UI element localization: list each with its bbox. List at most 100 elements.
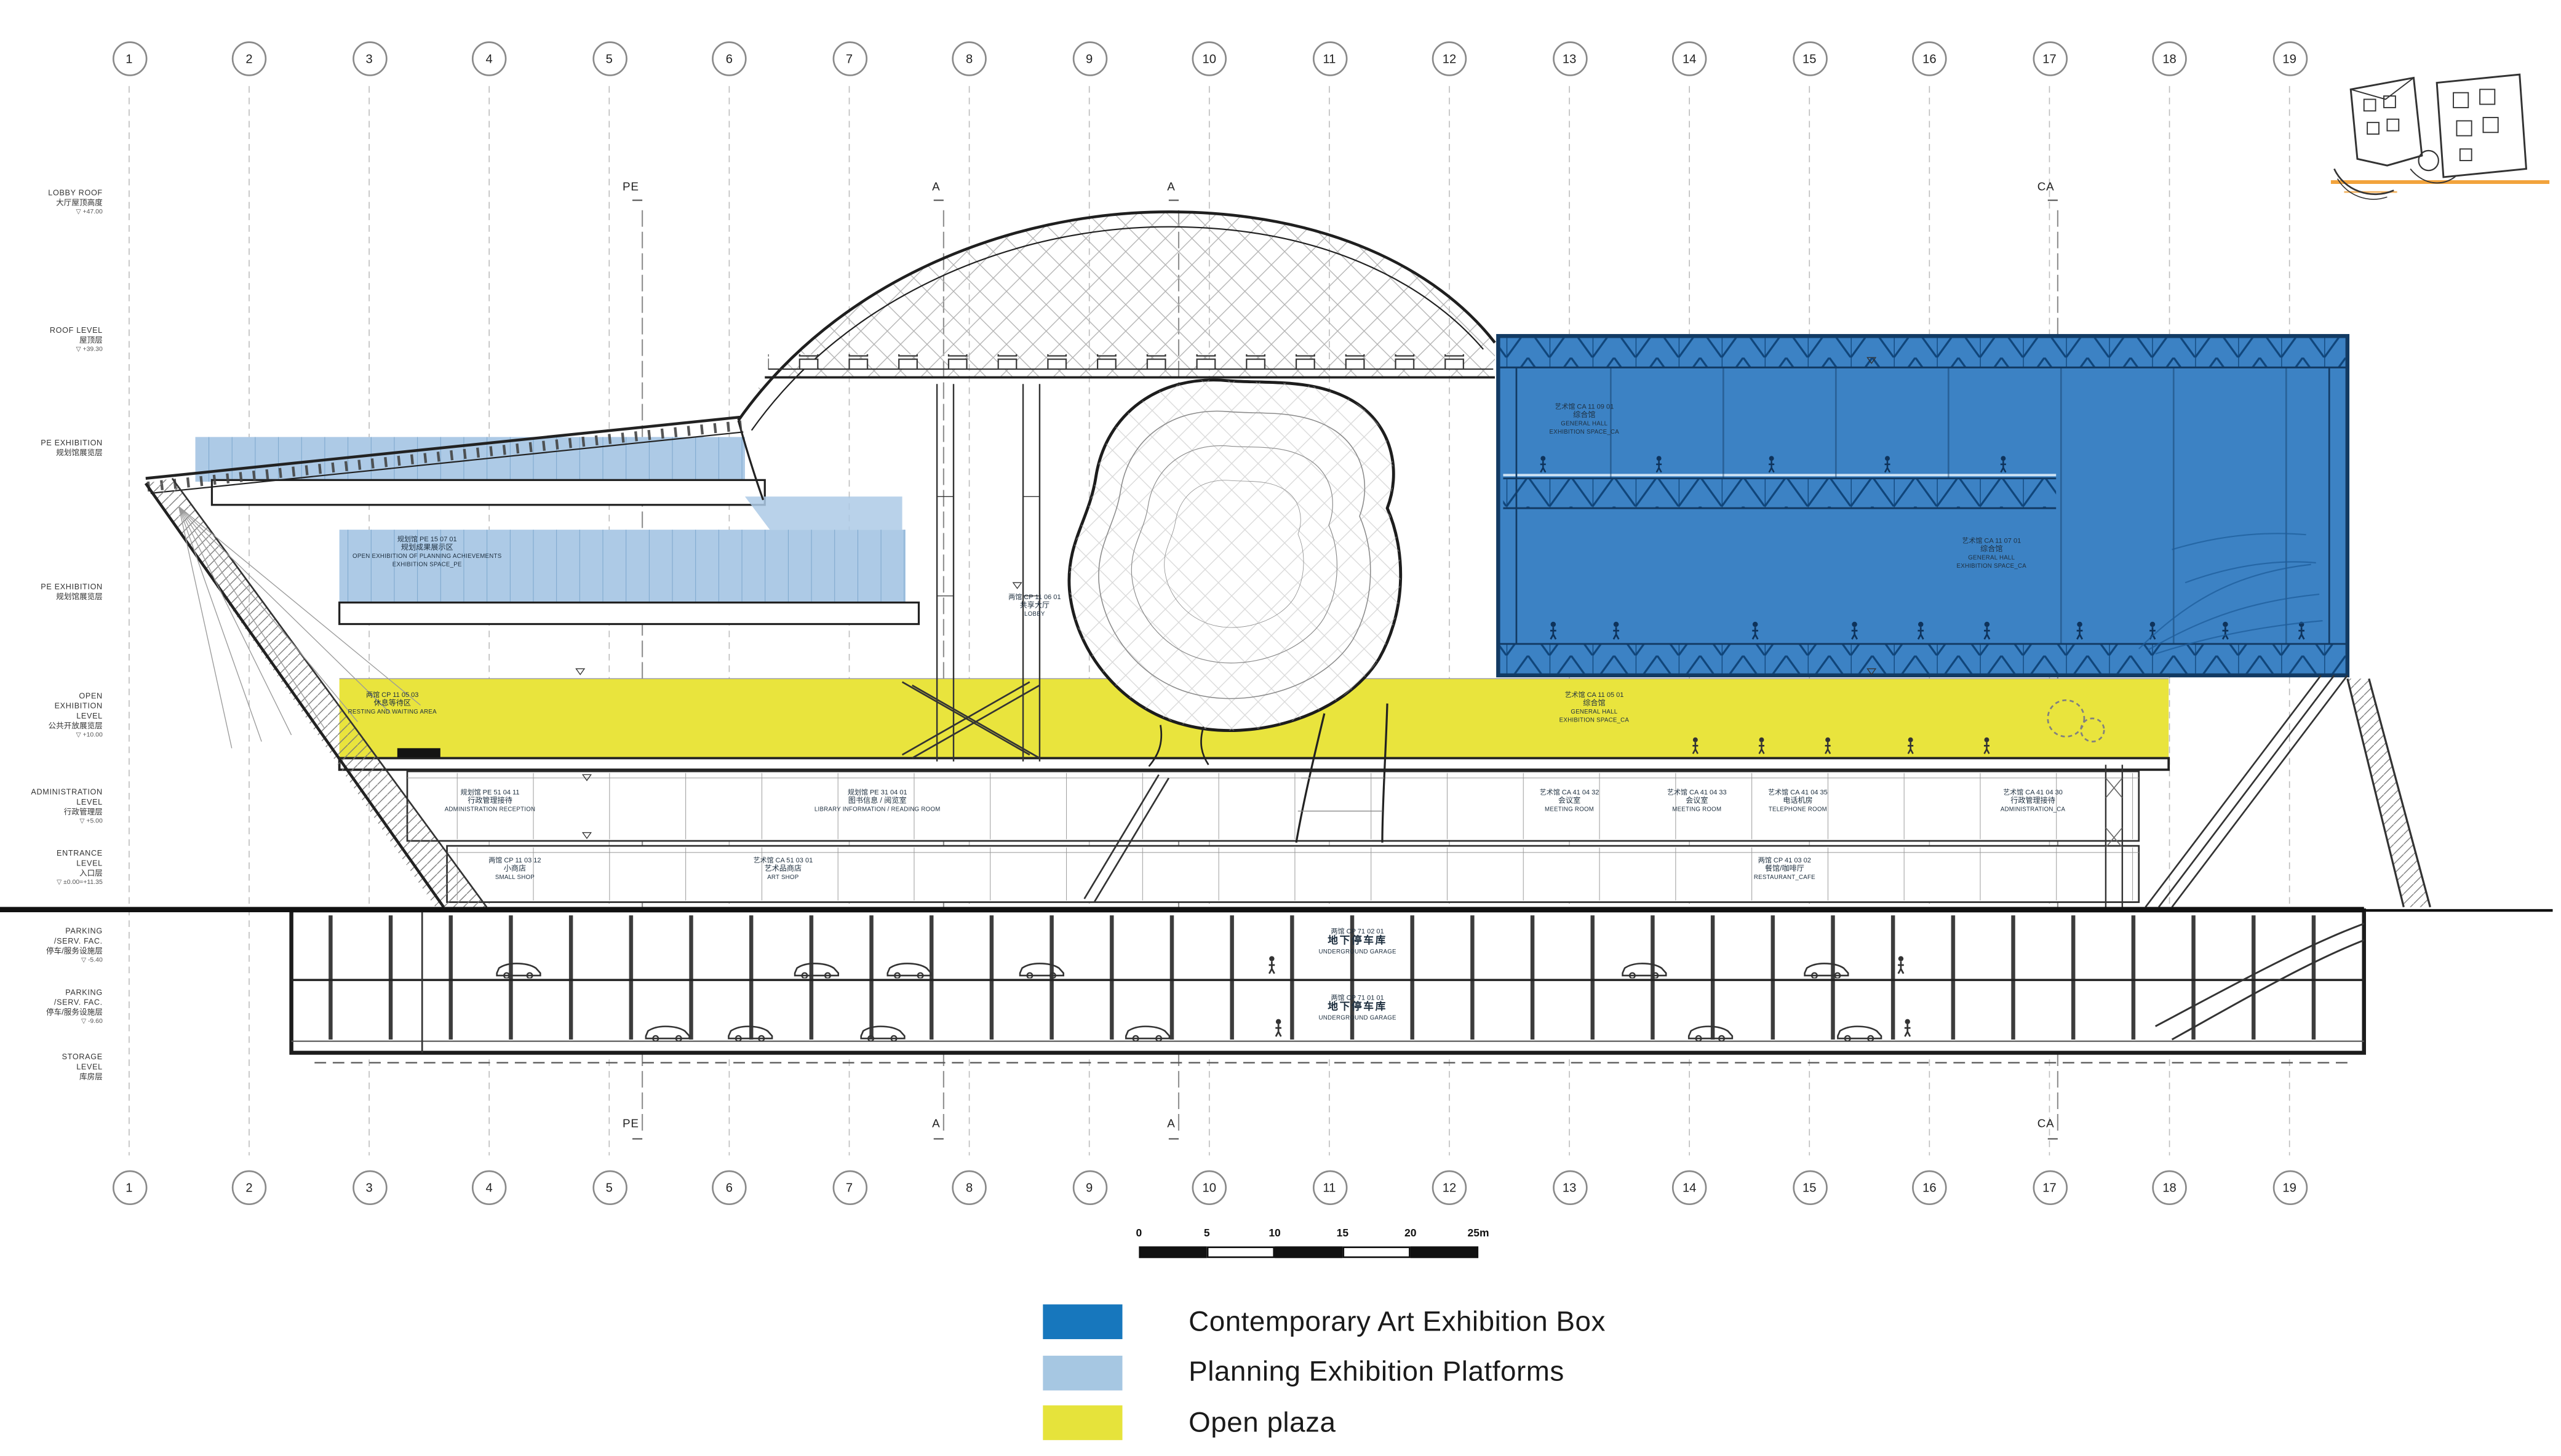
- section-marker-pe-bottom: PE: [622, 1119, 639, 1131]
- grid-bubble: 11: [1312, 40, 1347, 76]
- section-marker-a-top: A: [932, 182, 941, 194]
- grid-bubble: 1: [111, 40, 147, 76]
- grid-bubble: 19: [2272, 40, 2307, 76]
- grid-bubble: 11: [1312, 1169, 1347, 1204]
- grid-bubble: 2: [231, 40, 267, 76]
- entrance-level: [446, 845, 2140, 903]
- grid-bubble: 9: [1072, 1169, 1107, 1204]
- grid-bubble: 3: [351, 40, 387, 76]
- scale-label: 10: [1269, 1228, 1281, 1240]
- grid-bubble: 6: [712, 40, 747, 76]
- parking-ramp: [2154, 923, 2365, 1027]
- legend-swatch-pe-platforms: [1043, 1355, 1123, 1390]
- grid-bubble: 17: [2032, 1169, 2067, 1204]
- grid-bubble: 5: [592, 1169, 627, 1204]
- section-marker-ca-bottom: CA: [2037, 1119, 2055, 1131]
- level-label: PARKING/SERV. FAC.停车/服务设施层▽ -5.40: [46, 926, 103, 963]
- grid-bubble: 4: [471, 40, 507, 76]
- grid-bubble: 7: [832, 1169, 867, 1204]
- roof-shell: [737, 210, 1496, 501]
- ca-exhibition-box: [1496, 334, 2350, 678]
- section-marker-a-bottom: A: [932, 1119, 941, 1131]
- scale-label: 25m: [1467, 1228, 1489, 1240]
- grid-bubble: 13: [1551, 1169, 1587, 1204]
- administration-level: [406, 770, 2140, 842]
- grid-bubble: 12: [1432, 40, 1467, 76]
- grid-bubble: 16: [1912, 40, 1947, 76]
- scale-bar-segment: [1410, 1246, 1479, 1259]
- cloud-auditorium: [1067, 378, 1403, 843]
- scale-bar: 0 5 10 15 20 25m: [1136, 1228, 1489, 1265]
- scale-label: 0: [1136, 1228, 1142, 1240]
- grid-bubble: 14: [1671, 1169, 1707, 1204]
- grid-bubble: 15: [1792, 40, 1827, 76]
- cable-fan: [178, 506, 421, 749]
- grid-bubble: 7: [832, 40, 867, 76]
- section-marker-pe-top: PE: [622, 182, 639, 194]
- legend-item-ca-box: Contemporary Art Exhibition Box: [1043, 1304, 1606, 1340]
- legend-swatch-ca-box: [1043, 1304, 1123, 1340]
- grid-bubble: 17: [2032, 40, 2067, 76]
- grid-bubble: 2: [231, 1169, 267, 1204]
- grid-bubble: 9: [1072, 40, 1107, 76]
- section-marker-ca-top: CA: [2037, 182, 2055, 194]
- grid-bubble: 14: [1671, 40, 1707, 76]
- legend-item-open-plaza: Open plaza: [1043, 1405, 1606, 1441]
- scale-bar-segment: [1275, 1246, 1343, 1259]
- grid-bubble: 6: [712, 1169, 747, 1204]
- scale-bar-segment: [1206, 1246, 1275, 1259]
- elevation-marks: [575, 357, 1877, 840]
- grid-bubble: 4: [471, 1169, 507, 1204]
- scale-label: 5: [1203, 1228, 1210, 1240]
- legend-item-pe-platforms: Planning Exhibition Platforms: [1043, 1355, 1606, 1390]
- grid-bubble: 8: [952, 1169, 987, 1204]
- left-facade: [144, 415, 744, 908]
- grid-bubble: 18: [2152, 40, 2187, 76]
- grid-bubble: 19: [2272, 1169, 2307, 1204]
- grid-bubble: 1: [111, 1169, 147, 1204]
- scale-bar-segment: [1139, 1246, 1208, 1259]
- grid-bubble: 8: [952, 40, 987, 76]
- grid-bubble: 15: [1792, 1169, 1827, 1204]
- grid-bubble: 10: [1192, 40, 1227, 76]
- legend: Contemporary Art Exhibition Box Planning…: [1043, 1304, 1606, 1456]
- grid-bubble: 13: [1551, 40, 1587, 76]
- grid-bubble: 12: [1432, 1169, 1467, 1204]
- grid-bubble: 16: [1912, 1169, 1947, 1204]
- scale-bar-segment: [1342, 1246, 1411, 1259]
- key-plan: [2330, 73, 2550, 200]
- scale-label: 20: [1404, 1228, 1417, 1240]
- grid-bubble: 3: [351, 1169, 387, 1204]
- section-marker-a-bottom: A: [1167, 1119, 1176, 1131]
- legend-label: Contemporary Art Exhibition Box: [1189, 1305, 1606, 1337]
- wing-sketch: [2138, 533, 2323, 654]
- grid-bubble: 18: [2152, 1169, 2187, 1204]
- reception-desk: [397, 748, 440, 758]
- level-label: PARKING/SERV. FAC.停车/服务设施层▽ -9.60: [46, 988, 103, 1024]
- right-structure: [2105, 675, 2431, 908]
